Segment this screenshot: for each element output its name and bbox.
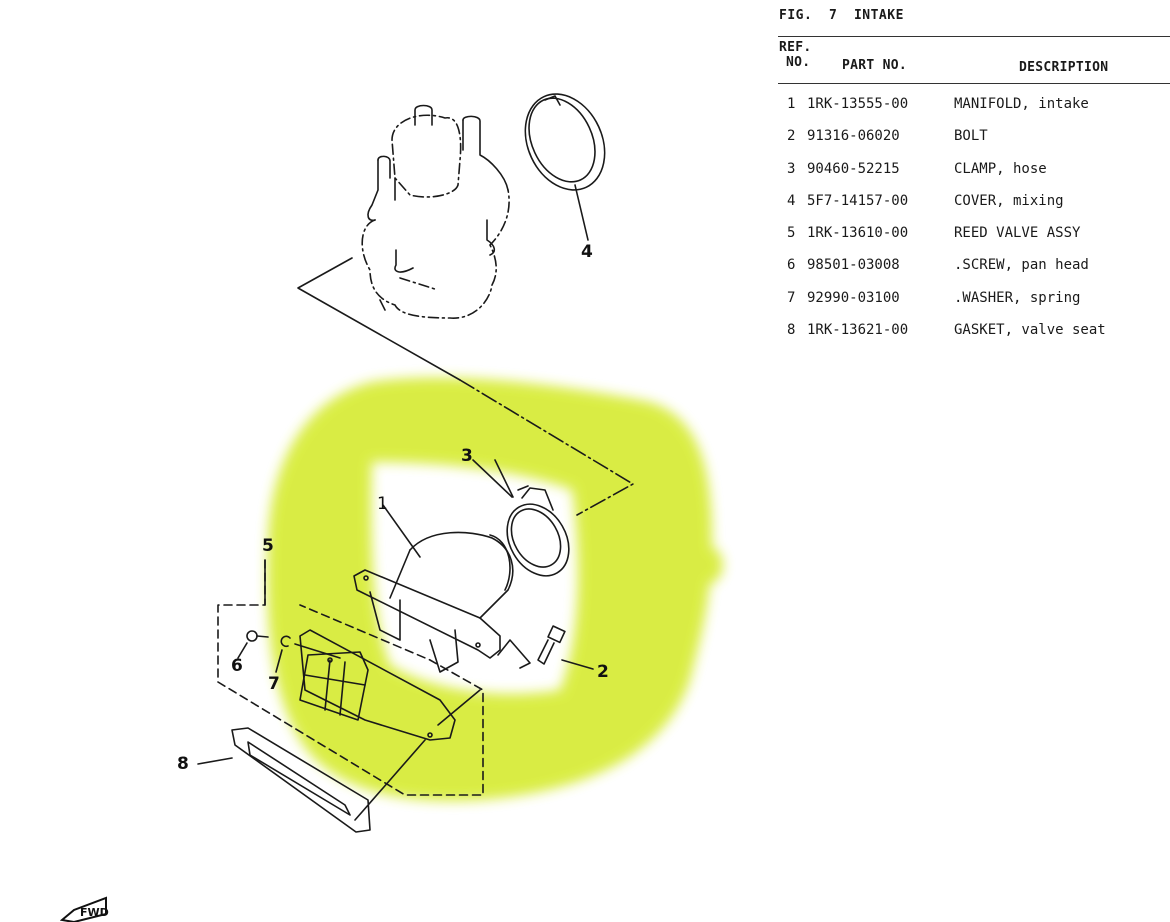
part-5-reed-valve-group — [217, 559, 484, 796]
ref-no: 5 — [787, 225, 796, 242]
table-row: 7 92990-03100 .WASHER, spring — [779, 290, 1170, 322]
description: .SCREW, pan head — [954, 257, 1089, 274]
header-ref-line2: NO. — [786, 55, 811, 70]
carburetor-leader-line — [297, 257, 461, 381]
part-no: 1RK-13610-00 — [807, 225, 909, 242]
callout-5: 5 — [262, 536, 274, 556]
description: CLAMP, hose — [954, 160, 1047, 177]
part-no: 91316-06020 — [807, 128, 900, 145]
clamp-leader-line — [459, 379, 634, 516]
figure-name: INTAKE — [853, 8, 904, 23]
part-no: 5F7-14157-00 — [807, 192, 909, 209]
callout-8: 8 — [177, 754, 189, 774]
description: BOLT — [954, 128, 988, 145]
description: .WASHER, spring — [954, 289, 1081, 306]
figure-label: FIG. — [779, 8, 813, 23]
ref-no: 6 — [787, 257, 796, 274]
part-no: 90460-52215 — [807, 160, 900, 177]
diagram-drawing — [197, 93, 723, 833]
part-2-bolt — [497, 625, 594, 670]
part-4-mixing-cover — [524, 93, 606, 241]
description: GASKET, valve seat — [954, 322, 1106, 339]
callout-2: 2 — [597, 662, 609, 682]
part-no: 98501-03008 — [807, 257, 900, 274]
ref-no: 4 — [787, 192, 796, 209]
callout-6: 6 — [231, 656, 243, 676]
table-header-rule — [778, 83, 1170, 84]
part-3-hose-clamp — [494, 459, 570, 577]
part-7-washer — [275, 635, 341, 673]
svg-text:FWD: FWD — [80, 906, 109, 919]
table-row: 1 1RK-13555-00 MANIFOLD, intake — [779, 96, 1170, 128]
table-row: 4 5F7-14157-00 COVER, mixing — [779, 193, 1170, 225]
highlighter-mark — [267, 377, 723, 801]
description: MANIFOLD, intake — [954, 96, 1089, 112]
reed-valve-body — [299, 629, 481, 741]
table-top-rule — [778, 36, 1170, 37]
carburetor-outline — [361, 114, 510, 319]
table-row: 6 98501-03008 .SCREW, pan head — [779, 257, 1170, 289]
part-no: 1RK-13555-00 — [807, 96, 909, 112]
part-no: 1RK-13621-00 — [807, 322, 909, 339]
figure-number: 7 — [828, 8, 838, 23]
header-description: DESCRIPTION — [1019, 60, 1109, 75]
carburetor-solid — [367, 104, 509, 311]
parts-list: 1 1RK-13555-00 MANIFOLD, intake 2 91316-060… — [779, 96, 1170, 354]
part-8-gasket — [197, 727, 426, 833]
header-ref-line1: REF. — [779, 40, 812, 55]
description: REED VALVE ASSY — [954, 225, 1081, 242]
exploded-parts-diagram: 4 3 1 5 2 6 7 8 FWD — [60, 93, 723, 922]
table-row: 3 90460-52215 CLAMP, hose — [779, 161, 1170, 193]
table-row: 8 1RK-13621-00 GASKET, valve seat — [779, 322, 1170, 354]
callout-3: 3 — [461, 446, 473, 466]
ref-no: 7 — [787, 289, 796, 306]
ref-no: 1 — [787, 96, 796, 112]
callout-7: 7 — [268, 674, 280, 694]
callout-4: 4 — [581, 242, 593, 262]
table-row: 2 91316-06020 BOLT — [779, 128, 1170, 160]
header-part-no: PART NO. — [842, 58, 908, 73]
figure-title: FIG. 7 INTAKE — [779, 8, 904, 23]
ref-no: 3 — [787, 160, 796, 177]
part-1-manifold — [353, 504, 514, 673]
table-row: 5 1RK-13610-00 REED VALVE ASSY — [779, 225, 1170, 257]
callout-1: 1 — [377, 494, 388, 514]
ref-no: 8 — [787, 322, 796, 339]
description: COVER, mixing — [954, 192, 1064, 209]
part-no: 92990-03100 — [807, 289, 900, 306]
ref-no: 2 — [787, 128, 796, 145]
part-6-screw — [237, 630, 269, 659]
